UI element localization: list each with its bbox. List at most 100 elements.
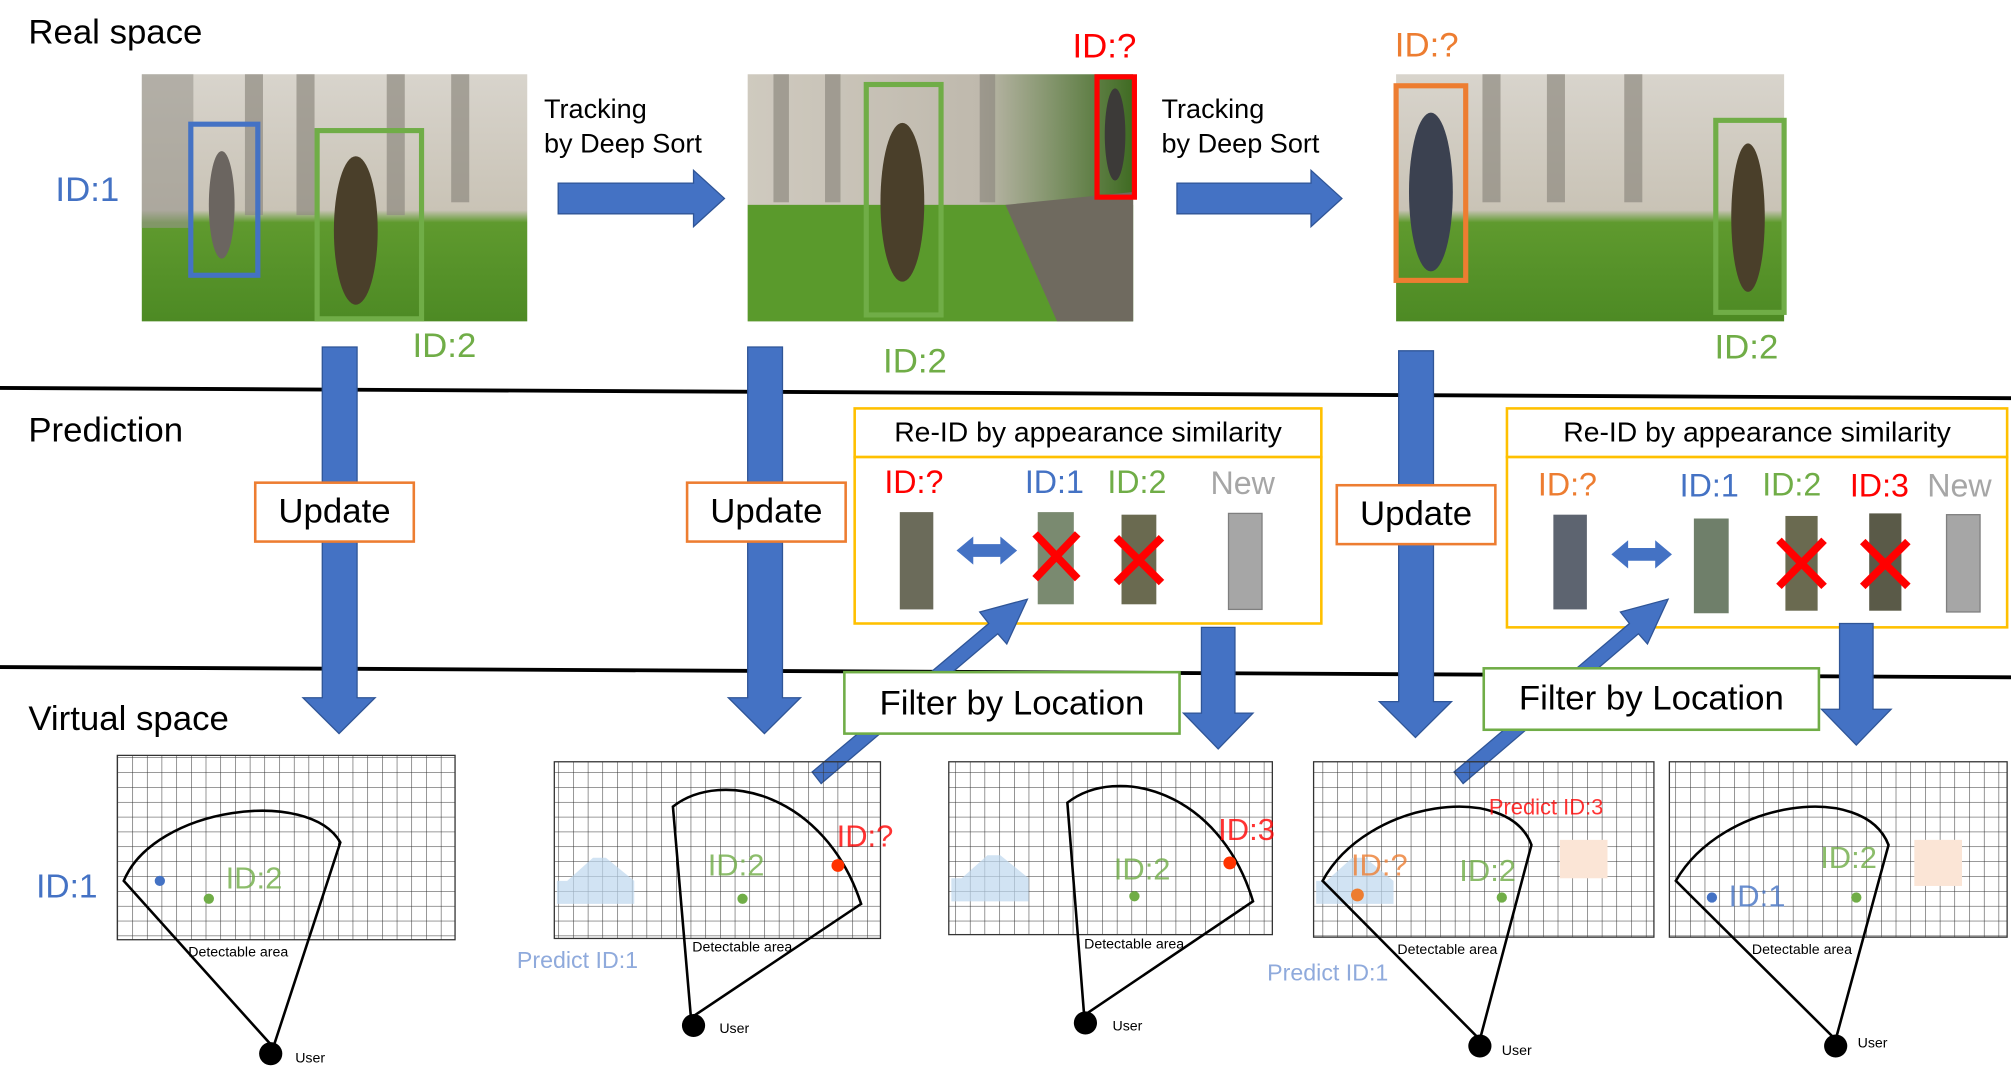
frame3-unknown-label: ID:?: [1395, 26, 1459, 64]
reid2-new-slot: [1945, 514, 1981, 613]
update-box-3: [1335, 483, 1497, 546]
update-label-2: Update: [710, 492, 822, 530]
grid4-unknown-dot: [1350, 888, 1364, 902]
virtual-grid-2: User Detectable area ID:2 ID:?: [553, 761, 894, 1038]
user-label-4: User: [1502, 1042, 1532, 1058]
grid3-history-area: [951, 855, 1029, 902]
grid4-id2-label: ID:2: [1459, 853, 1516, 888]
frame2-unknown-label: ID:?: [1073, 28, 1137, 66]
grid2-unknown-label: ID:?: [837, 818, 894, 853]
bbox-id1: [188, 121, 261, 278]
update-label-1: Update: [278, 492, 390, 530]
reid2-id3-label: ID:3: [1850, 468, 1909, 504]
reid1-new-label: New: [1210, 465, 1275, 501]
detectable-label-3: Detectable area: [1084, 936, 1184, 952]
detectable-area-5: [1674, 805, 1890, 1043]
row-label-real: Real space: [28, 14, 202, 52]
virtual-grid-5: User Detectable area ID:1 ID:2: [1668, 761, 2008, 1058]
reid2-id2-label: ID:2: [1762, 467, 1821, 503]
virtual-grid-1: User Detectable area ID:2: [116, 754, 456, 1066]
reid1-id2-label: ID:2: [1107, 464, 1166, 500]
filter-box-1: [843, 670, 1181, 735]
virtual-grid-3: User Detectable area ID:2 ID:3: [948, 761, 1275, 1035]
grid4-predict1-label: Predict ID:1: [1267, 960, 1388, 986]
user-label-2: User: [719, 1020, 749, 1036]
camera-frame-3: [1393, 74, 1787, 322]
grid1-side-id1-label: ID:1: [36, 869, 97, 906]
user-label-5: User: [1858, 1034, 1888, 1050]
tracking-label-1b: by Deep Sort: [544, 128, 702, 158]
update-box-1: [253, 481, 416, 543]
tracking-arrow-1: [557, 168, 726, 229]
frame3-id2-label: ID:2: [1715, 329, 1779, 367]
update-label-3: Update: [1360, 495, 1472, 533]
grid2-predict-label: Predict ID:1: [517, 947, 638, 973]
grid2-id2-dot: [737, 893, 748, 904]
filter-label-2: Filter by Location: [1519, 679, 1784, 717]
grid1-id1-dot: [154, 875, 166, 886]
reid-panel-2: Re-ID by appearance similarity ID:? ID:1…: [1505, 407, 2009, 629]
reid2-compare-arrow: [1611, 540, 1672, 569]
grid5-id1-label: ID:1: [1729, 879, 1786, 914]
reid2-new-label: New: [1927, 468, 1992, 504]
bbox-id2-frame2: [863, 81, 944, 318]
grid5-predict3-area: [1914, 839, 1963, 886]
grid5-id1-dot: [1706, 892, 1718, 903]
grid2-unknown-dot: [831, 859, 845, 872]
frame1-id2-label: ID:2: [413, 327, 477, 365]
detectable-area-1: [122, 809, 342, 1050]
tracking-label-1a: Tracking: [544, 94, 647, 124]
grid3-id3-dot: [1223, 856, 1237, 870]
reid2-query-crop: [1553, 514, 1587, 610]
grid4-predict3-area: [1559, 839, 1608, 879]
user-icon-5: [1824, 1034, 1848, 1058]
filter-box-2: [1482, 667, 1821, 732]
virtual-grid-4: User Detectable area ID:? ID:2 Predict I…: [1312, 761, 1655, 1058]
grid5-id2-label: ID:2: [1820, 840, 1877, 875]
grid3-id2-label: ID:2: [1114, 852, 1171, 887]
reid2-reject-id3-icon: [1860, 538, 1911, 590]
grid3-id3-label: ID:3: [1218, 812, 1275, 847]
detectable-area-2: [671, 788, 863, 1021]
tracking-label-2a: Tracking: [1161, 94, 1264, 124]
grid1-id2-label: ID:2: [226, 861, 283, 896]
reid1-id1-label: ID:1: [1025, 464, 1084, 500]
camera-frame-2: [747, 74, 1137, 322]
bbox-unknown-frame2: [1094, 74, 1137, 200]
reid2-reject-id2-icon: [1776, 537, 1827, 590]
result-arrow-down-1: [1181, 626, 1255, 750]
reid1-reject-id1-icon: [1032, 531, 1081, 582]
grid2-predict-area: [556, 857, 635, 904]
bbox-id2-frame3: [1713, 117, 1787, 315]
user-icon-3: [1073, 1011, 1098, 1035]
reid2-id1-crop: [1693, 518, 1729, 614]
bbox-id2: [314, 128, 425, 322]
result-arrow-down-2: [1819, 622, 1893, 747]
reid1-query-label: ID:?: [884, 464, 943, 500]
user-icon-2: [681, 1013, 706, 1038]
reid2-id1-label: ID:1: [1680, 468, 1739, 504]
reid2-query-label: ID:?: [1538, 467, 1597, 503]
tracking-arrow-2: [1176, 168, 1343, 229]
tracking-label-2b: by Deep Sort: [1161, 128, 1319, 158]
detectable-area-4: [1321, 805, 1533, 1043]
detectable-label-5: Detectable area: [1752, 941, 1852, 957]
grid1-id2-dot: [203, 893, 214, 904]
bbox-unknown-frame3: [1393, 83, 1469, 283]
reid-title-2: Re-ID by appearance similarity: [1563, 416, 1951, 448]
update-box-2: [685, 481, 847, 543]
grid4-unknown-label: ID:?: [1351, 848, 1408, 883]
detectable-area-3: [1066, 784, 1255, 1018]
grid5-id2-dot: [1851, 892, 1862, 903]
grid3-id2-dot: [1129, 891, 1140, 902]
filter-label-1: Filter by Location: [879, 685, 1144, 723]
grid4-id2-dot: [1496, 892, 1507, 903]
frame2-id2-label: ID:2: [883, 343, 947, 381]
reid1-new-slot: [1227, 512, 1263, 611]
detectable-label-1: Detectable area: [188, 943, 288, 959]
camera-frame-1: [141, 74, 528, 322]
detectable-label-4: Detectable area: [1397, 941, 1497, 957]
detectable-label-2: Detectable area: [692, 938, 792, 954]
